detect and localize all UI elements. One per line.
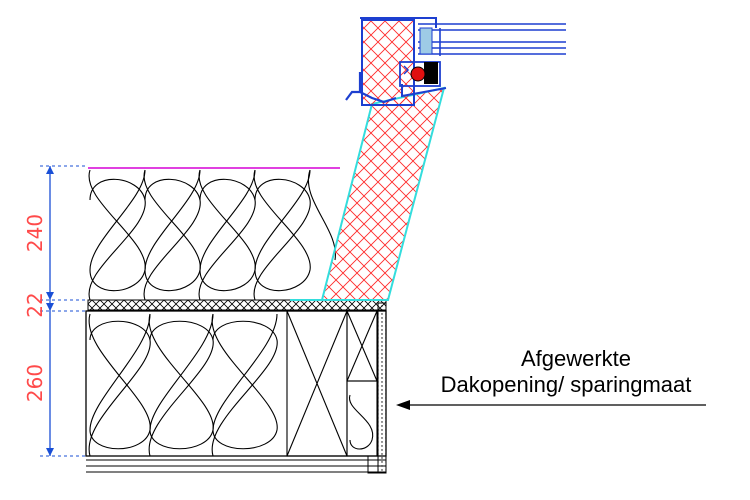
upper-insulation-loops [88,169,336,301]
drip-profile [345,72,397,104]
finishing-strip [377,302,387,474]
dimension-label-22: 22 [23,292,47,317]
upper-insulation-layer [88,167,340,301]
lower-insulation-loops [88,313,278,457]
board-layer [87,299,387,311]
dimension-chain: 240 22 260 [23,165,88,457]
callout-line-1: Afgewerkte [521,346,631,371]
callout-arrowhead [396,400,410,410]
callout-line-2: Dakopening/ sparingmaat [441,372,692,397]
skylight-frame [345,17,566,106]
sloped-kerb [290,86,446,301]
dimension-label-260: 260 [23,364,47,402]
lower-insulation-layer [85,302,387,474]
opening-size-callout: Afgewerkte Dakopening/ sparingmaat [396,346,706,410]
dimension-label-240: 240 [23,214,47,252]
glazing-unit [418,23,566,56]
seal-assembly [399,61,447,98]
timber-blocking [286,310,378,457]
ceiling-finish [86,455,386,474]
